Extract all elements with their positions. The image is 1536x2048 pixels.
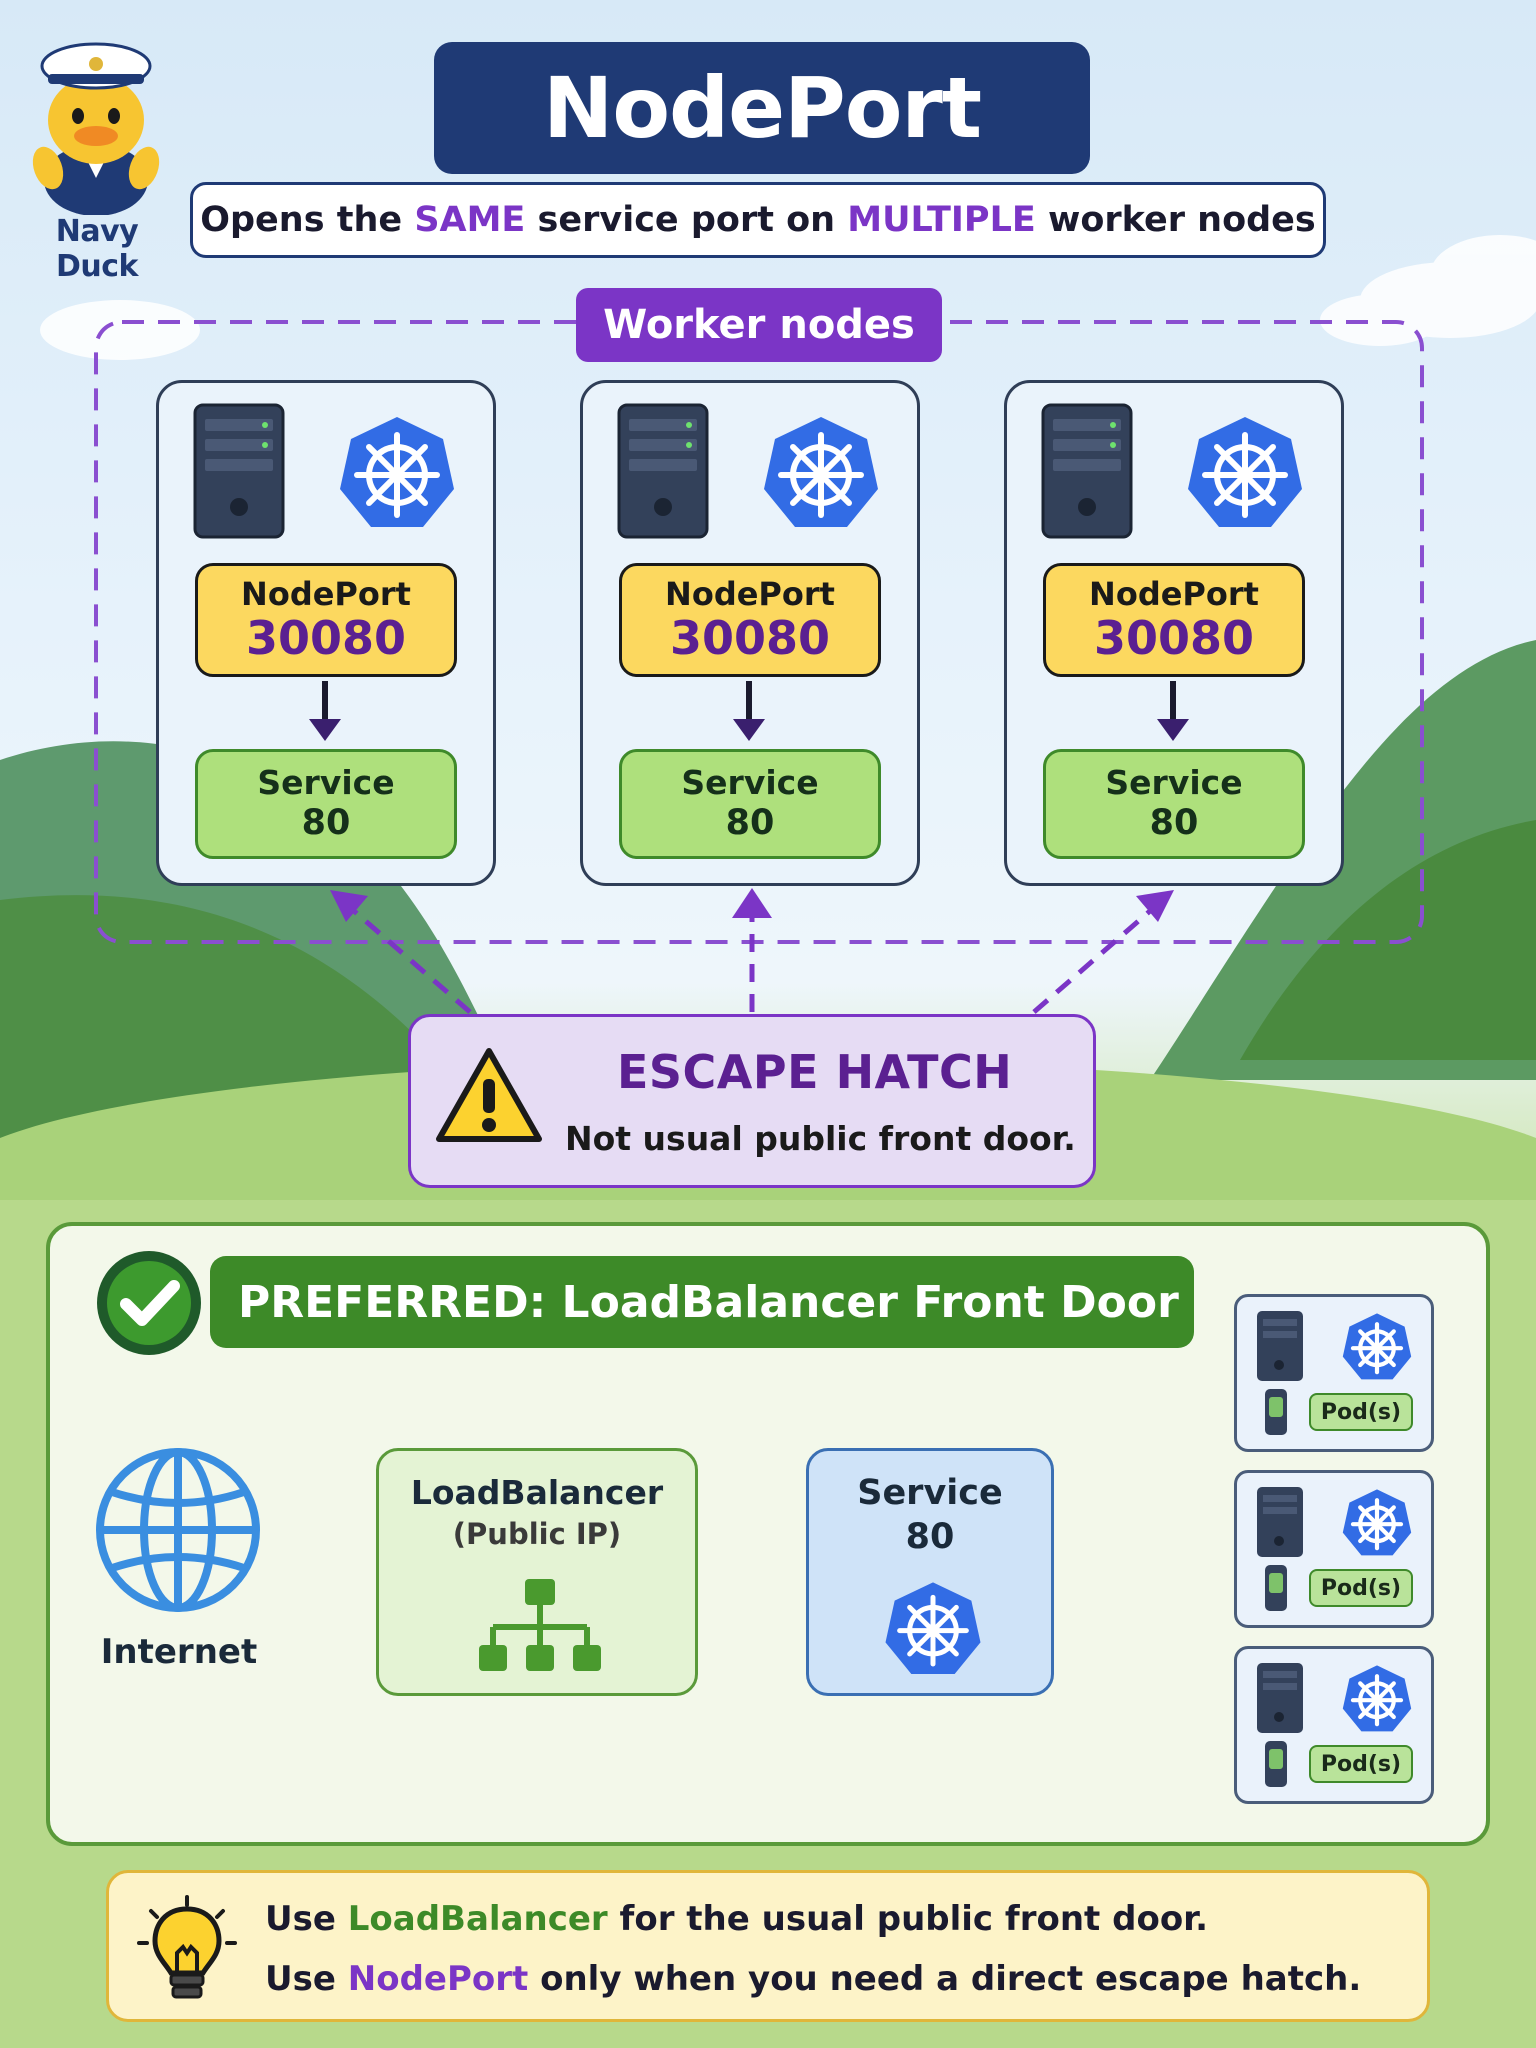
nodeport-box: NodePort 30080: [1043, 563, 1305, 677]
escape-hatch-title: ESCAPE HATCH: [617, 1045, 1013, 1099]
subtitle-part-3: worker nodes: [1035, 200, 1316, 240]
subtitle-banner: Opens the SAME service port on MULTIPLE …: [190, 182, 1326, 258]
pod-label: Pod(s): [1309, 1745, 1413, 1783]
nodeport-value: 30080: [1093, 611, 1255, 665]
service-port: 80: [301, 803, 351, 843]
server-icon: [1041, 403, 1133, 539]
kubernetes-icon: [1188, 417, 1302, 527]
tip-line-1-part-2: for the usual public front door.: [607, 1899, 1209, 1939]
tip-line-1-part-1: Use: [265, 1899, 348, 1939]
kubernetes-icon: [764, 417, 878, 527]
pod-node-card: Pod(s): [1234, 1646, 1434, 1804]
tip-line-2-part-2: only when you need a direct escape hatch…: [528, 1959, 1362, 1999]
service-label: Service: [1105, 763, 1243, 802]
nodeport-value: 30080: [669, 611, 831, 665]
tip-line-2: Use NodePort only when you need a direct…: [265, 1959, 1415, 1999]
server-icon: [617, 403, 709, 539]
kubernetes-icon: [1342, 1665, 1412, 1732]
nodeport-label: NodePort: [1089, 575, 1259, 613]
worker-node-card: NodePort 30080 Service 80: [1004, 380, 1344, 886]
loadbalancer-title: LoadBalancer: [410, 1473, 664, 1512]
nodeport-label: NodePort: [241, 575, 411, 613]
nodeport-box: NodePort 30080: [195, 563, 457, 677]
tip-nodeport-emphasis: NodePort: [347, 1959, 529, 1999]
service-port: 80: [905, 1517, 955, 1557]
service-box: Service 80: [619, 749, 881, 859]
warning-icon: [436, 1048, 542, 1142]
loadbalancer-box: LoadBalancer (Public IP): [376, 1448, 698, 1696]
escape-hatch-subtitle: Not usual public front door.: [565, 1119, 1076, 1158]
network-hierarchy-icon: [479, 1579, 601, 1671]
navy-duck-mascot: [32, 42, 160, 215]
down-arrow-icon: [733, 681, 765, 741]
service-label: Service: [681, 763, 819, 802]
down-arrow-icon: [1157, 681, 1189, 741]
worker-node-card: NodePort 30080 Service 80: [580, 380, 920, 886]
server-icon: [193, 403, 285, 539]
service-label: Service: [257, 763, 395, 802]
title-banner: NodePort: [434, 42, 1090, 174]
pod-label: Pod(s): [1309, 1569, 1413, 1607]
subtitle-part-2: service port on: [525, 200, 848, 240]
globe-icon: [96, 1448, 260, 1612]
subtitle-emphasis-multiple: MULTIPLE: [847, 200, 1036, 240]
preferred-banner: PREFERRED: LoadBalancer Front Door: [210, 1256, 1194, 1348]
tip-box: Use LoadBalancer for the usual public fr…: [106, 1870, 1430, 2022]
down-arrow-icon: [309, 681, 341, 741]
nodeport-label: NodePort: [665, 575, 835, 613]
kubernetes-icon: [885, 1582, 981, 1674]
internet-label: Internet: [100, 1632, 258, 1672]
subtitle-emphasis-same: SAME: [414, 200, 526, 240]
kubernetes-icon: [1342, 1489, 1412, 1556]
checkmark-icon: [97, 1251, 201, 1355]
tip-line-2-part-1: Use: [265, 1959, 348, 1999]
mascot-label: Navy Duck: [55, 214, 139, 284]
pod-node-card: Pod(s): [1234, 1294, 1434, 1452]
subtitle-part-1: Opens the: [200, 200, 415, 240]
page-title: NodePort: [543, 59, 982, 157]
worker-node-card: NodePort 30080 Service 80: [156, 380, 496, 886]
service-port: 80: [725, 803, 775, 843]
server-icon: [1257, 1311, 1303, 1435]
tip-line-1: Use LoadBalancer for the usual public fr…: [265, 1899, 1415, 1939]
pod-label: Pod(s): [1309, 1393, 1413, 1431]
kubernetes-icon: [1342, 1313, 1412, 1380]
worker-nodes-label: Worker nodes: [576, 288, 942, 362]
service-title: Service: [857, 1473, 1003, 1513]
service-box-preferred: Service 80: [806, 1448, 1054, 1696]
nodeport-box: NodePort 30080: [619, 563, 881, 677]
service-port: 80: [1149, 803, 1199, 843]
pod-node-card: Pod(s): [1234, 1470, 1434, 1628]
server-icon: [1257, 1487, 1303, 1611]
service-box: Service 80: [195, 749, 457, 859]
tip-loadbalancer-emphasis: LoadBalancer: [347, 1899, 608, 1939]
escape-hatch-box: ESCAPE HATCH Not usual public front door…: [408, 1014, 1096, 1188]
server-icon: [1257, 1663, 1303, 1787]
loadbalancer-subtitle: (Public IP): [452, 1517, 622, 1551]
lightbulb-icon: [137, 1895, 237, 1999]
nodeport-value: 30080: [245, 611, 407, 665]
kubernetes-icon: [340, 417, 454, 527]
service-box: Service 80: [1043, 749, 1305, 859]
